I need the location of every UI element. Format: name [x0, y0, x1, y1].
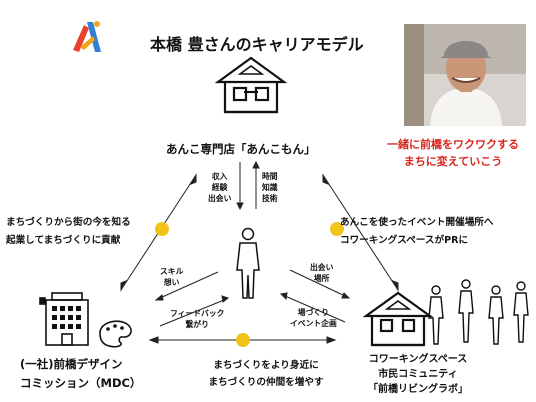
- cowork-house-icon: [362, 291, 434, 347]
- edge-right-arrow-top: [322, 173, 330, 185]
- mdc-label: (一社)前橋デザイン コミッション（MDC）: [20, 355, 141, 393]
- shop-up-label: 時間: [262, 172, 278, 181]
- edge-right-line-1: あんこを使ったイベント開催場所へ: [340, 217, 494, 228]
- shop-up-label: 技術: [262, 194, 278, 203]
- palette-icon: [99, 320, 132, 348]
- mdc-label-line-1: (一社)前橋デザイン: [20, 357, 123, 371]
- cowork-label: コワーキングスペース 市民コミュニティ 「前橋リビングラボ」: [357, 352, 479, 397]
- shop-up-label: 知識: [262, 183, 278, 192]
- edge-bottom-arrow-left: [148, 336, 159, 344]
- shop-down-labels: 収入 経験 出会い: [208, 171, 231, 204]
- edge-bottom-line-1: まちづくりをより身近に: [213, 360, 319, 371]
- edge-left-arrow-top: [189, 173, 197, 185]
- slogan: 一緒に前橋をワクワクする まちに変えていこう: [378, 136, 528, 170]
- shop-down-label: 収入: [211, 172, 228, 181]
- mdc-label-line-2: コミッション（MDC）: [20, 376, 142, 390]
- edge-left-text: まちづくりから街の今を知る 起業してまちづくりに貢献: [6, 214, 131, 250]
- cowork-in-label: 出会い: [310, 263, 334, 272]
- people-group-icon: [428, 279, 529, 345]
- cowork-out-labels: 場づくり イベント企画: [290, 307, 337, 329]
- logo-icon: [73, 21, 101, 52]
- mdc-in-labels: スキル 想い: [160, 266, 183, 288]
- cowork-label-line-1: コワーキングスペース: [368, 354, 468, 365]
- edge-bottom-text: まちづくりをより身近に まちづくりの仲間を増やす: [196, 357, 336, 391]
- edge-right-line-2: コワーキングスペースがPRに: [340, 235, 469, 246]
- mdc-out-label: フィードバック: [170, 309, 225, 318]
- center-arrows: [154, 160, 351, 327]
- edge-bottom-dot: [236, 333, 250, 347]
- slogan-line-1: 一緒に前橋をワクワクする: [387, 138, 519, 151]
- edge-bottom-arrow-right: [326, 336, 337, 344]
- shop-up-labels: 時間 知識 技術: [262, 171, 278, 204]
- edge-right-arrow-bottom: [391, 280, 399, 292]
- edge-left-line-2: 起業してまちづくりに貢献: [6, 235, 121, 246]
- shop-down-label: 出会い: [208, 194, 232, 203]
- edge-left-arrow-bottom: [120, 280, 128, 292]
- portrait-photo: [404, 24, 526, 126]
- edge-right-line: [322, 174, 399, 291]
- triangle-edges: [120, 173, 399, 344]
- cowork-label-line-3: 「前橋リビングラボ」: [368, 384, 468, 395]
- cowork-in-labels: 出会い 場所: [310, 262, 333, 284]
- cowork-label-line-2: 市民コミュニティ: [378, 369, 458, 380]
- edge-right-dot: [330, 222, 344, 236]
- cowork-out-label: 場づくり: [297, 308, 329, 317]
- mdc-out-label: 繋がり: [185, 320, 209, 329]
- edge-left-dot: [155, 222, 169, 236]
- building-icon: [39, 292, 89, 346]
- mdc-out-labels: フィードバック 繋がり: [170, 308, 224, 330]
- cowork-out-label: イベント企画: [290, 319, 337, 328]
- edge-right-text: あんこを使ったイベント開催場所へ コワーキングスペースがPRに: [340, 214, 494, 250]
- cowork-in-label: 場所: [313, 274, 330, 283]
- mdc-in-label: スキル: [160, 267, 184, 276]
- shop-house-icon: [214, 56, 288, 114]
- edge-bottom-line-2: まちづくりの仲間を増やす: [208, 377, 324, 388]
- page-title: 本橋 豊さんのキャリアモデル: [150, 35, 364, 54]
- edge-left-line-1: まちづくりから街の今を知る: [6, 217, 131, 228]
- person-icon: [236, 227, 260, 299]
- shop-down-label: 経験: [211, 183, 228, 192]
- mdc-in-label: 想い: [163, 278, 180, 287]
- slogan-line-2: まちに変えていこう: [403, 155, 503, 168]
- shop-label: あんこ専門店「あんこもん」: [166, 142, 316, 156]
